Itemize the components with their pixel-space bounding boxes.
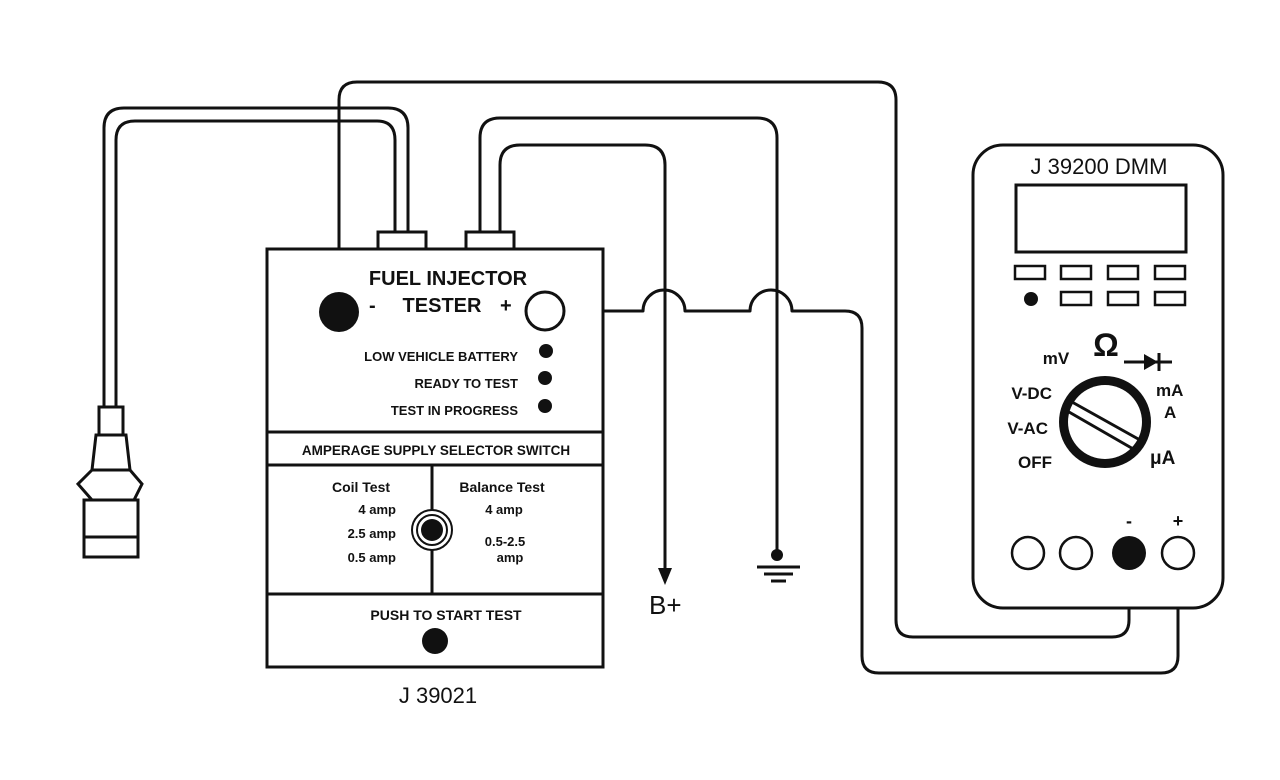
tester-model-label: J 39021 [399,683,477,708]
injector-harness-wire-outer [102,106,410,410]
dmm-body [971,143,1225,610]
low-battery-led [539,344,553,358]
dmm-title: J 39200 DMM [1031,154,1168,179]
tester-positive-terminal[interactable] [524,290,566,332]
tester-plus-label: + [500,295,512,317]
dmm-button[interactable] [1106,290,1140,307]
battery-label: B+ [649,590,682,620]
positive-test-lead [562,288,1180,675]
indicator-label-ready: READY TO TEST [414,376,518,391]
selector-title: AMPERAGE SUPPLY SELECTOR SWITCH [302,443,570,458]
tester-minus-label: - [369,295,376,317]
diode-icon [1124,353,1172,371]
battery-lead-wire [478,116,779,555]
dmm-display [1014,183,1188,254]
dmm-button[interactable] [1106,264,1140,281]
push-to-start-label: PUSH TO START TEST [370,607,522,623]
dmm-jack-minus-label: - [1126,511,1132,531]
tester-title-line2: TESTER [403,295,482,317]
dial-label-mv: mV [1043,349,1070,368]
coil-option-0-5: 0.5 amp [348,550,396,565]
dmm-jack-2[interactable] [1058,535,1094,571]
ground-icon [757,549,800,583]
dmm-jack-1[interactable] [1010,535,1046,571]
start-test-button[interactable] [422,628,448,654]
ready-led [538,371,552,385]
coil-test-label: Coil Test [332,479,390,495]
dial-label-ua: μA [1150,448,1176,469]
dial-label-vdc: V-DC [1011,384,1052,403]
indicator-label-low-battery: LOW VEHICLE BATTERY [364,349,518,364]
dial-label-off: OFF [1018,453,1052,472]
dmm-jack-plus-label: + [1173,511,1184,531]
injector-harness-wire-inner [114,119,397,410]
dmm-rotary-dial[interactable] [1059,376,1151,468]
dial-label-ohm: Ω [1093,327,1119,363]
dmm-button[interactable] [1153,264,1187,281]
injector-connector-icon [75,405,144,559]
selector-switch-knob[interactable] [411,509,453,551]
dmm-button[interactable] [1153,290,1187,307]
dmm-button-row-1 [1013,264,1187,281]
balance-option-range: 0.5-2.5 [485,534,525,549]
battery-arrow-icon [658,568,672,585]
balance-test-label: Balance Test [459,479,545,495]
ground-lead-wire [498,143,667,582]
dmm-power-button[interactable] [1024,292,1038,306]
balance-option-4: 4 amp [485,502,523,517]
dial-label-ma: mA [1156,381,1183,400]
dmm-button-row-2 [1024,290,1187,307]
coil-option-2-5: 2.5 amp [348,526,396,541]
dial-label-vac: V-AC [1007,419,1048,438]
coil-option-4: 4 amp [358,502,396,517]
negative-test-lead [337,80,1131,639]
balance-option-amp: amp [497,550,524,565]
in-progress-led [538,399,552,413]
tester-title-line1: FUEL INJECTOR [369,268,528,290]
indicator-label-in-progress: TEST IN PROGRESS [391,403,518,418]
dmm-button[interactable] [1059,264,1093,281]
dmm-button[interactable] [1059,290,1093,307]
tester-negative-terminal[interactable] [319,292,359,332]
dmm-jack-negative[interactable] [1112,536,1146,570]
dmm-button[interactable] [1013,264,1047,281]
dial-label-a: A [1164,403,1176,422]
dmm-jack-positive[interactable] [1160,535,1196,571]
